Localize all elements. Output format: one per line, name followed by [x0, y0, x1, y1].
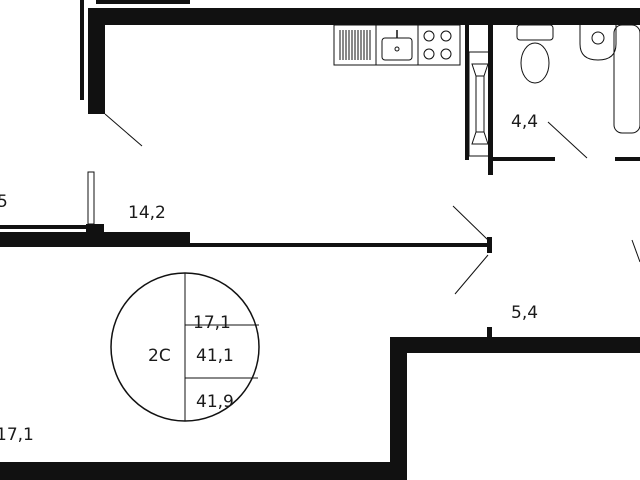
sink-icon	[381, 37, 413, 61]
drainboard-lines	[339, 30, 371, 60]
door-line-4	[547, 121, 588, 159]
balcony-door	[87, 171, 95, 225]
lower-vertical-wall	[390, 337, 407, 480]
wardrobe-top-shape	[471, 63, 489, 77]
door-jamb-lower	[487, 327, 492, 341]
wardrobe-frame	[468, 51, 492, 157]
area-summary: 2С 17,1 41,1 41,9	[110, 272, 260, 422]
total-with-balcony-label: 41,9	[196, 392, 234, 412]
toilet-tank-icon	[516, 24, 554, 41]
room-labels: 5 14,2 4,4 5,4 17,1	[0, 112, 538, 445]
lower-right-wall	[390, 337, 640, 353]
door-line-5	[631, 239, 640, 263]
burner-icon	[440, 30, 452, 42]
kitchen-fixtures	[333, 24, 461, 66]
door-swings	[104, 113, 640, 295]
bathroom-bottom-wall	[493, 157, 555, 161]
burner-icon	[423, 30, 435, 42]
bottom-wall	[0, 462, 400, 480]
living-area-label: 17,1	[193, 313, 231, 333]
wardrobe-wall	[465, 25, 469, 160]
balcony-wall	[0, 225, 86, 229]
middle-wall-thin	[190, 243, 488, 247]
stove-cabinet	[417, 24, 461, 66]
bathroom-fixtures	[516, 24, 640, 134]
door-jamb-upper	[487, 237, 492, 253]
room-area-bedroom: 17,1	[0, 425, 34, 445]
top-wall	[88, 8, 640, 25]
room-area-bathroom: 4,4	[511, 112, 538, 132]
balcony-door-frame	[87, 171, 95, 225]
burner-icon	[440, 48, 452, 60]
apartment-type-label: 2С	[148, 346, 171, 366]
left-upper-wall	[88, 8, 105, 114]
wardrobe-bottom-shape	[471, 131, 489, 145]
toilet-icon	[520, 42, 550, 84]
washbasin-icon	[579, 25, 617, 61]
room-area-balcony: 5	[0, 192, 8, 212]
drain-icon	[394, 46, 400, 52]
door-line-3	[454, 254, 489, 295]
room-area-kitchen-living: 14,2	[128, 203, 166, 223]
door-line-2	[452, 205, 489, 241]
top-left-thin-wall	[96, 0, 190, 4]
bath-bottom-right-wall	[615, 157, 640, 161]
room-area-hallway: 5,4	[511, 303, 538, 323]
door-line-1	[104, 113, 143, 147]
middle-wall-left	[0, 232, 190, 247]
total-area-label: 41,1	[196, 346, 234, 366]
left-thin-wall	[80, 0, 84, 100]
bathtub-icon	[613, 24, 640, 134]
burner-icon	[423, 48, 435, 60]
wardrobe	[468, 51, 492, 157]
